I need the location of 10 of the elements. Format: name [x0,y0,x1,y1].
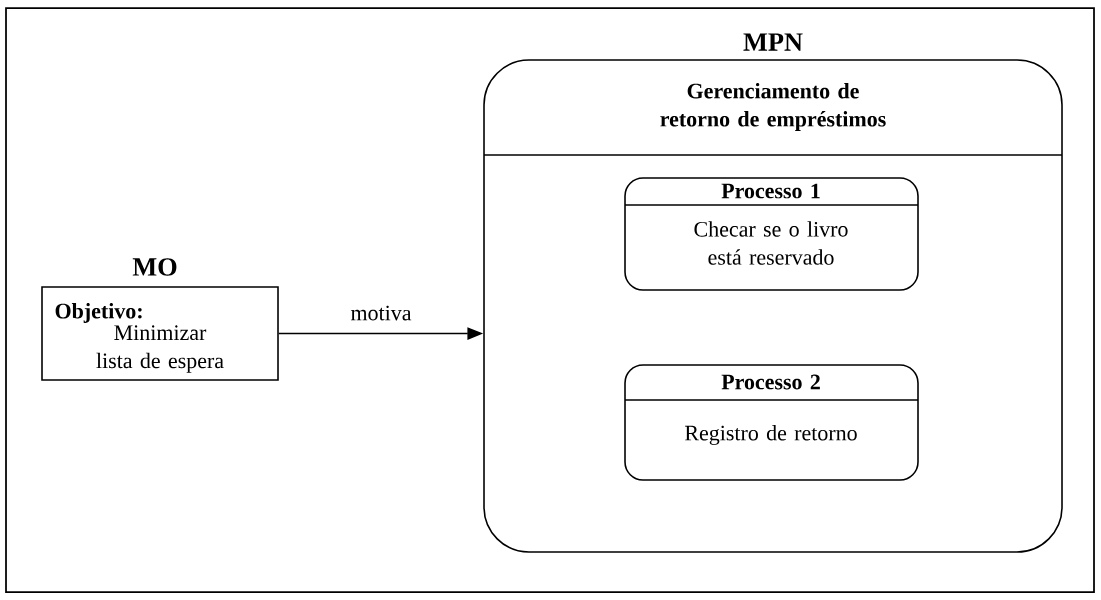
process-text: Checar se o livro está reservado [694,221,848,265]
edge-label: motiva [350,305,412,321]
box-text: Minimizar lista de espera [96,325,224,373]
process-text: Registro de retorno [685,425,857,445]
box-heading: MPN [743,33,803,51]
box-heading: MO [132,258,177,276]
field-label: Objetivo: [55,303,142,323]
process-title: Processo 1 [721,183,820,199]
process-title: Processo 2 [721,374,820,390]
section-title: Gerenciamento de retorno de empréstimos [660,83,886,132]
